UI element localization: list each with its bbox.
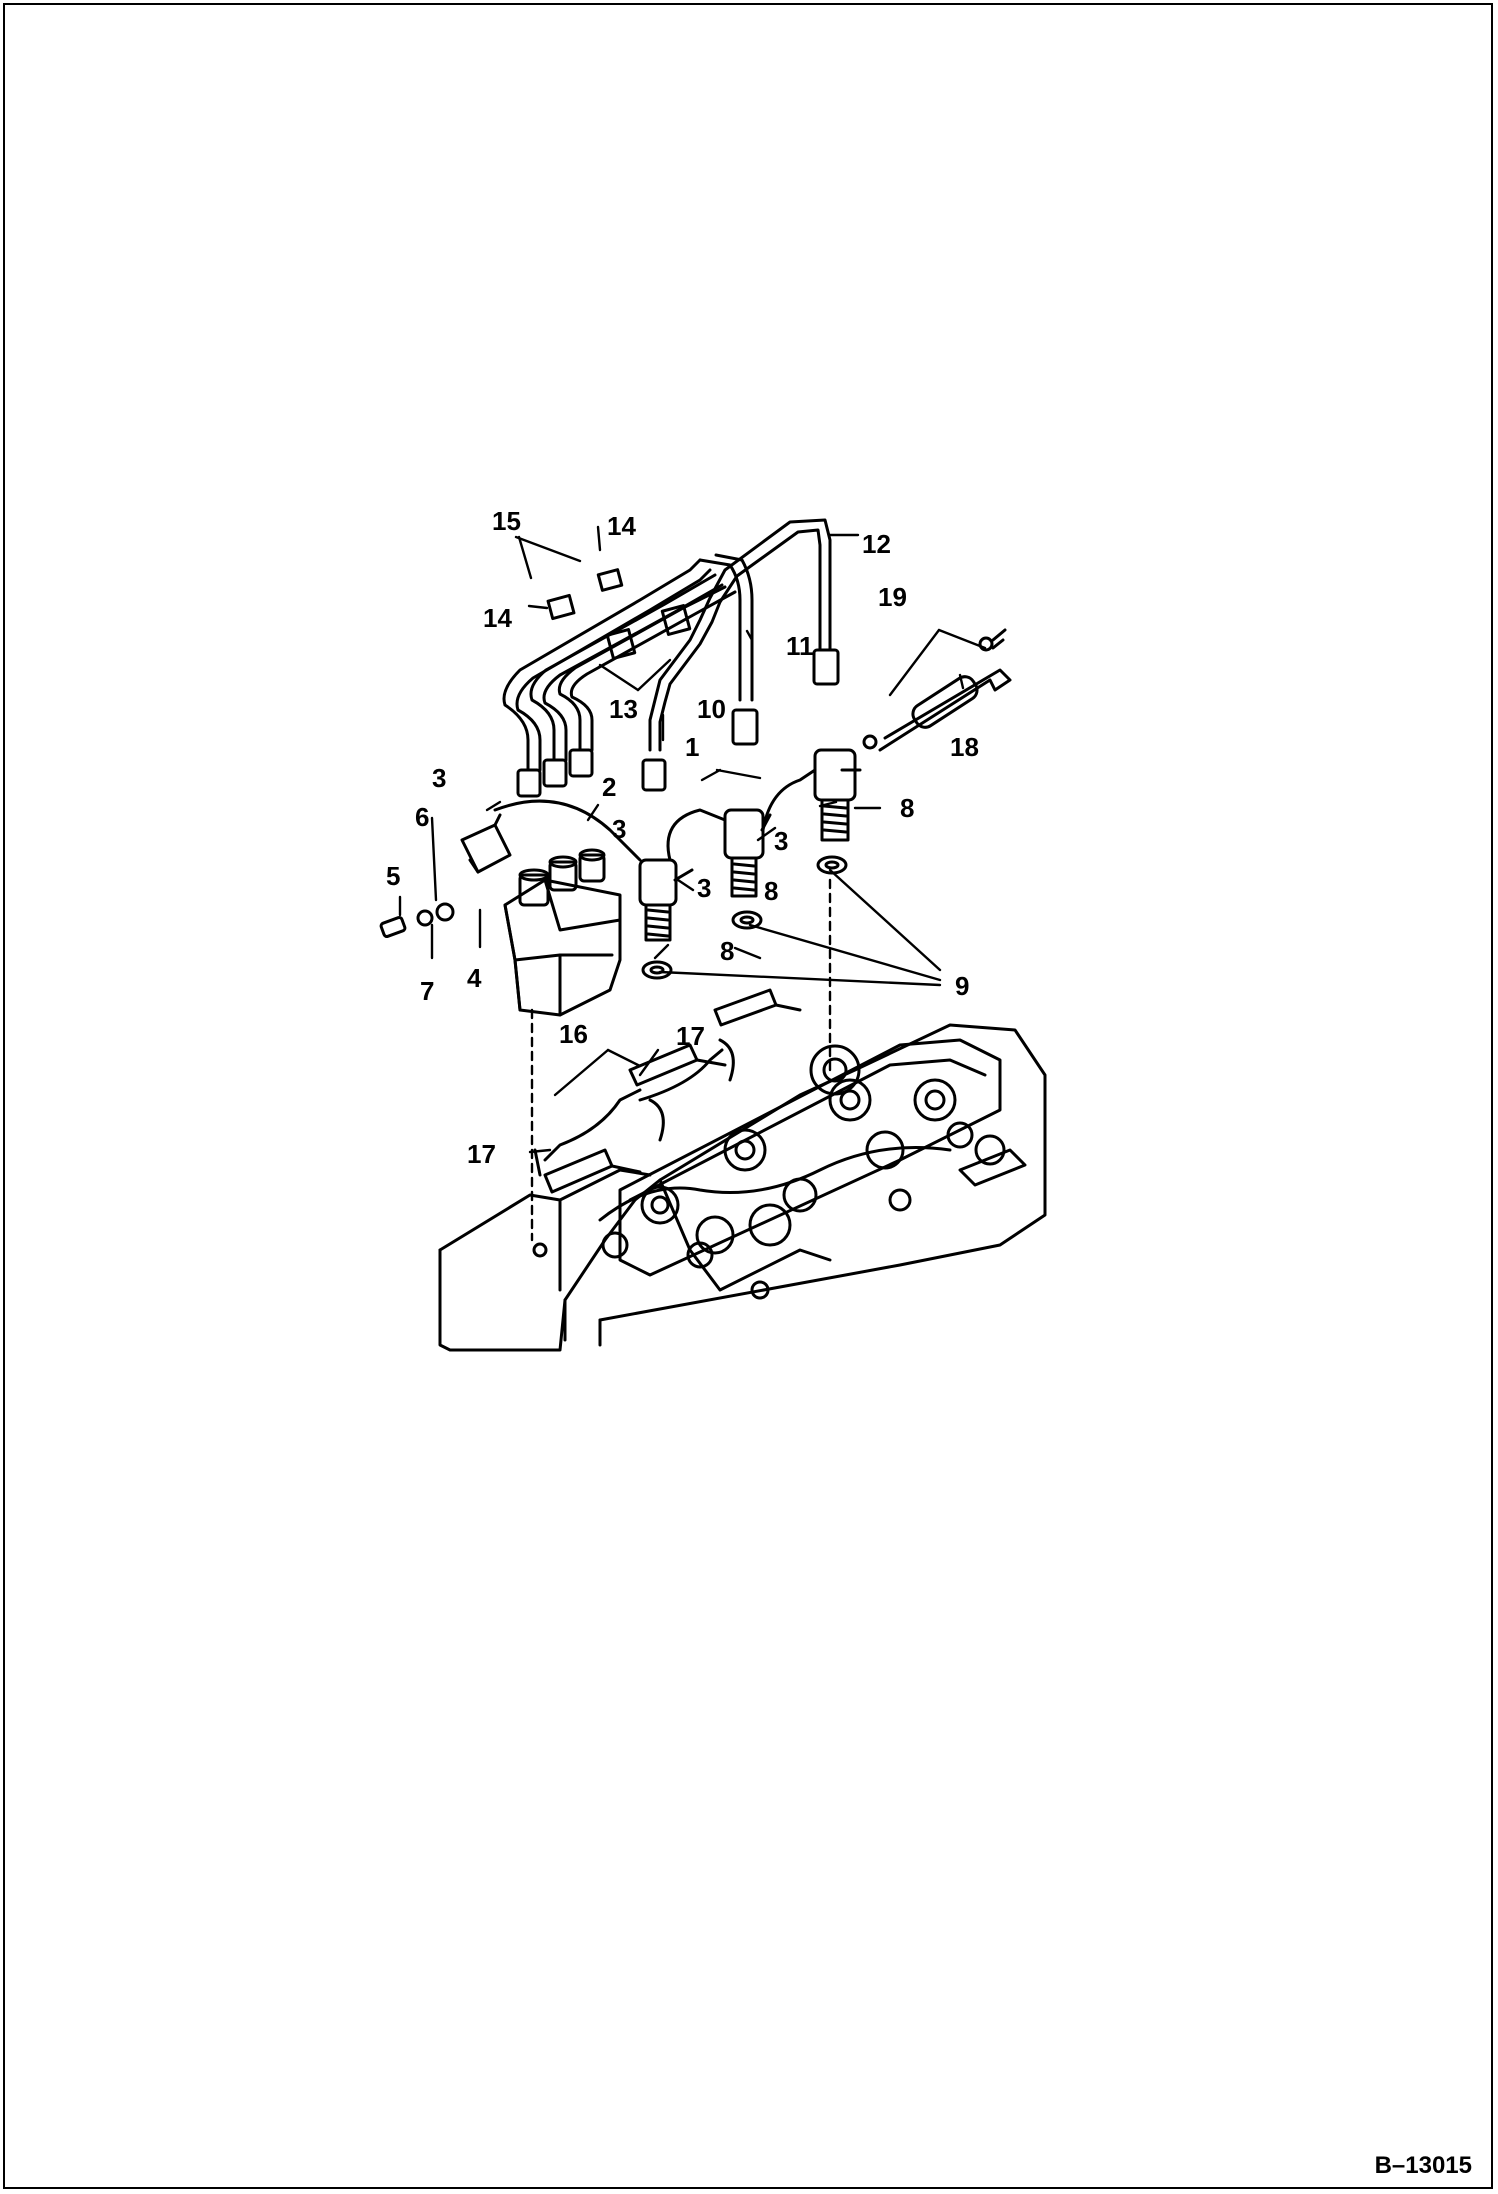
callout-labels: 15 14 14 12 19 11 13 10 18 1 3 2 8 6 3 3… [386, 506, 979, 1169]
injectors [638, 748, 862, 942]
glow-plugs [543, 988, 802, 1194]
callout-10: 10 [697, 694, 726, 724]
callout-18: 18 [950, 732, 979, 762]
callout-2: 2 [602, 772, 616, 802]
callout-5: 5 [386, 861, 400, 891]
callout-11: 11 [786, 631, 814, 661]
injection-pump [460, 813, 622, 1017]
callout-13: 13 [609, 694, 638, 724]
callout-15: 15 [492, 506, 521, 536]
callout-1: 1 [685, 732, 699, 762]
callout-14-top: 14 [607, 511, 636, 541]
callout-8-left: 8 [720, 936, 734, 966]
callout-3-left: 3 [432, 763, 446, 793]
callout-9: 9 [955, 971, 969, 1001]
cylinder-head [438, 1023, 1047, 1352]
callout-17-left: 17 [467, 1139, 496, 1169]
callout-14-left: 14 [483, 603, 512, 633]
callout-12: 12 [862, 529, 891, 559]
callout-3-lower: 3 [697, 873, 711, 903]
callout-6: 6 [415, 802, 429, 832]
callout-3-right: 3 [774, 826, 788, 856]
line-fittings [641, 648, 840, 792]
page-frame [3, 3, 1493, 2189]
fuel-hose [862, 628, 1012, 752]
callout-8-middle: 8 [764, 876, 778, 906]
callout-17-right: 17 [676, 1021, 705, 1051]
callout-19: 19 [878, 582, 907, 612]
glow-plug-leads [533, 1048, 724, 1177]
callout-leaders [398, 525, 987, 1242]
callout-4: 4 [467, 963, 482, 993]
leak-off-pipes [493, 768, 817, 862]
figure-id: B–13015 [1374, 2152, 1472, 2179]
line-clamps [546, 568, 692, 660]
callout-16: 16 [559, 1019, 588, 1049]
callout-7: 7 [420, 976, 434, 1006]
callout-8-right: 8 [900, 793, 914, 823]
injection-lines [502, 518, 832, 772]
callout-3-center: 3 [612, 814, 626, 844]
